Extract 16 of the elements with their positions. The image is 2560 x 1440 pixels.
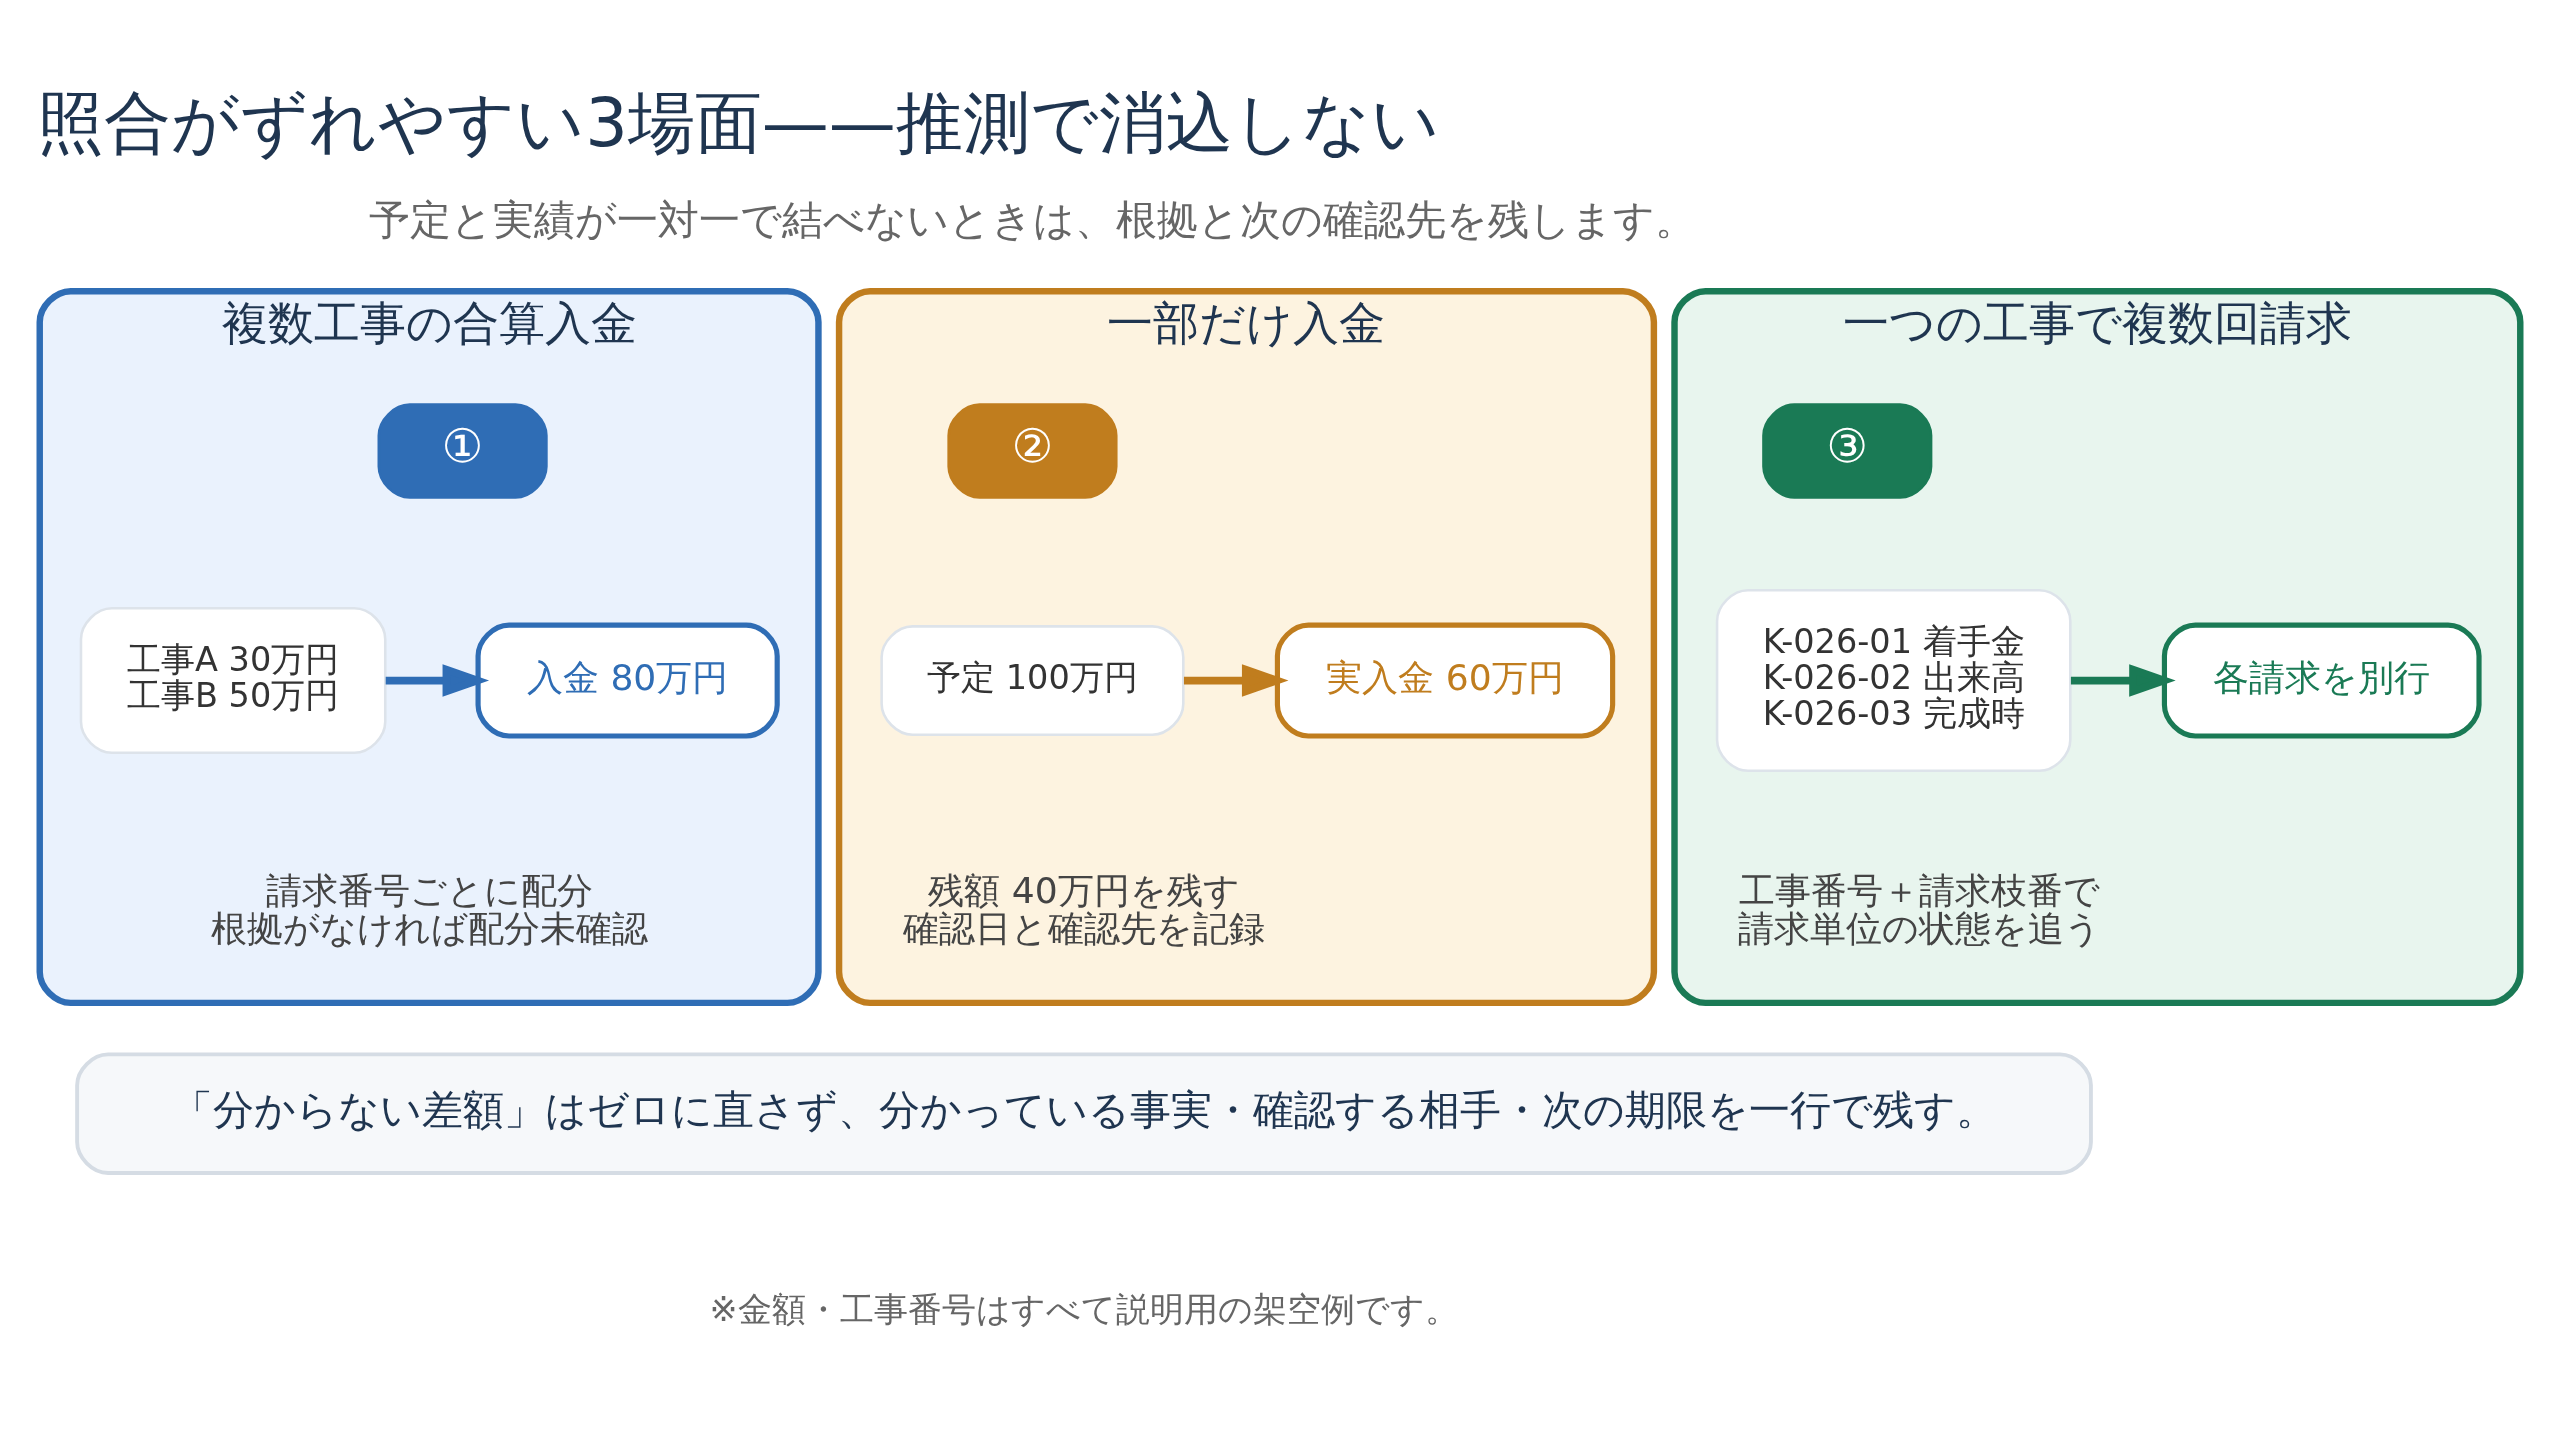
node-box: 実入金 60万円 <box>1274 622 1616 739</box>
node-box: ① <box>377 402 548 499</box>
node-box: K-026-01 着手金 K-026-02 出来高 K-026-03 完成時 <box>1715 588 2072 772</box>
node-box: 工事A 30万円 工事B 50万円 <box>79 606 387 754</box>
arrow <box>385 663 490 697</box>
diagram-title: 照合がずれやすい3場面——推測で消込しない <box>37 83 1440 162</box>
node-box: 各請求を別行 <box>2161 622 2482 739</box>
node-box: ② <box>947 402 1118 499</box>
arrow <box>1183 663 1289 697</box>
label: 予定と実績が一対一で結べないときは、根拠と次の確認先を残します。 <box>368 195 1696 244</box>
node-box: ③ <box>1762 402 1933 499</box>
node-box: 「分からない差額」はゼロに直さず、分かっている事実・確認する相手・次の期限を一行で残す。 <box>75 1052 2093 1175</box>
arrow <box>2070 663 2176 697</box>
label: ※金額・工事番号はすべて説明用の架空例です。 <box>709 1289 1459 1329</box>
node-box: 入金 80万円 <box>475 622 780 739</box>
node-box: 予定 100万円 <box>880 624 1185 736</box>
